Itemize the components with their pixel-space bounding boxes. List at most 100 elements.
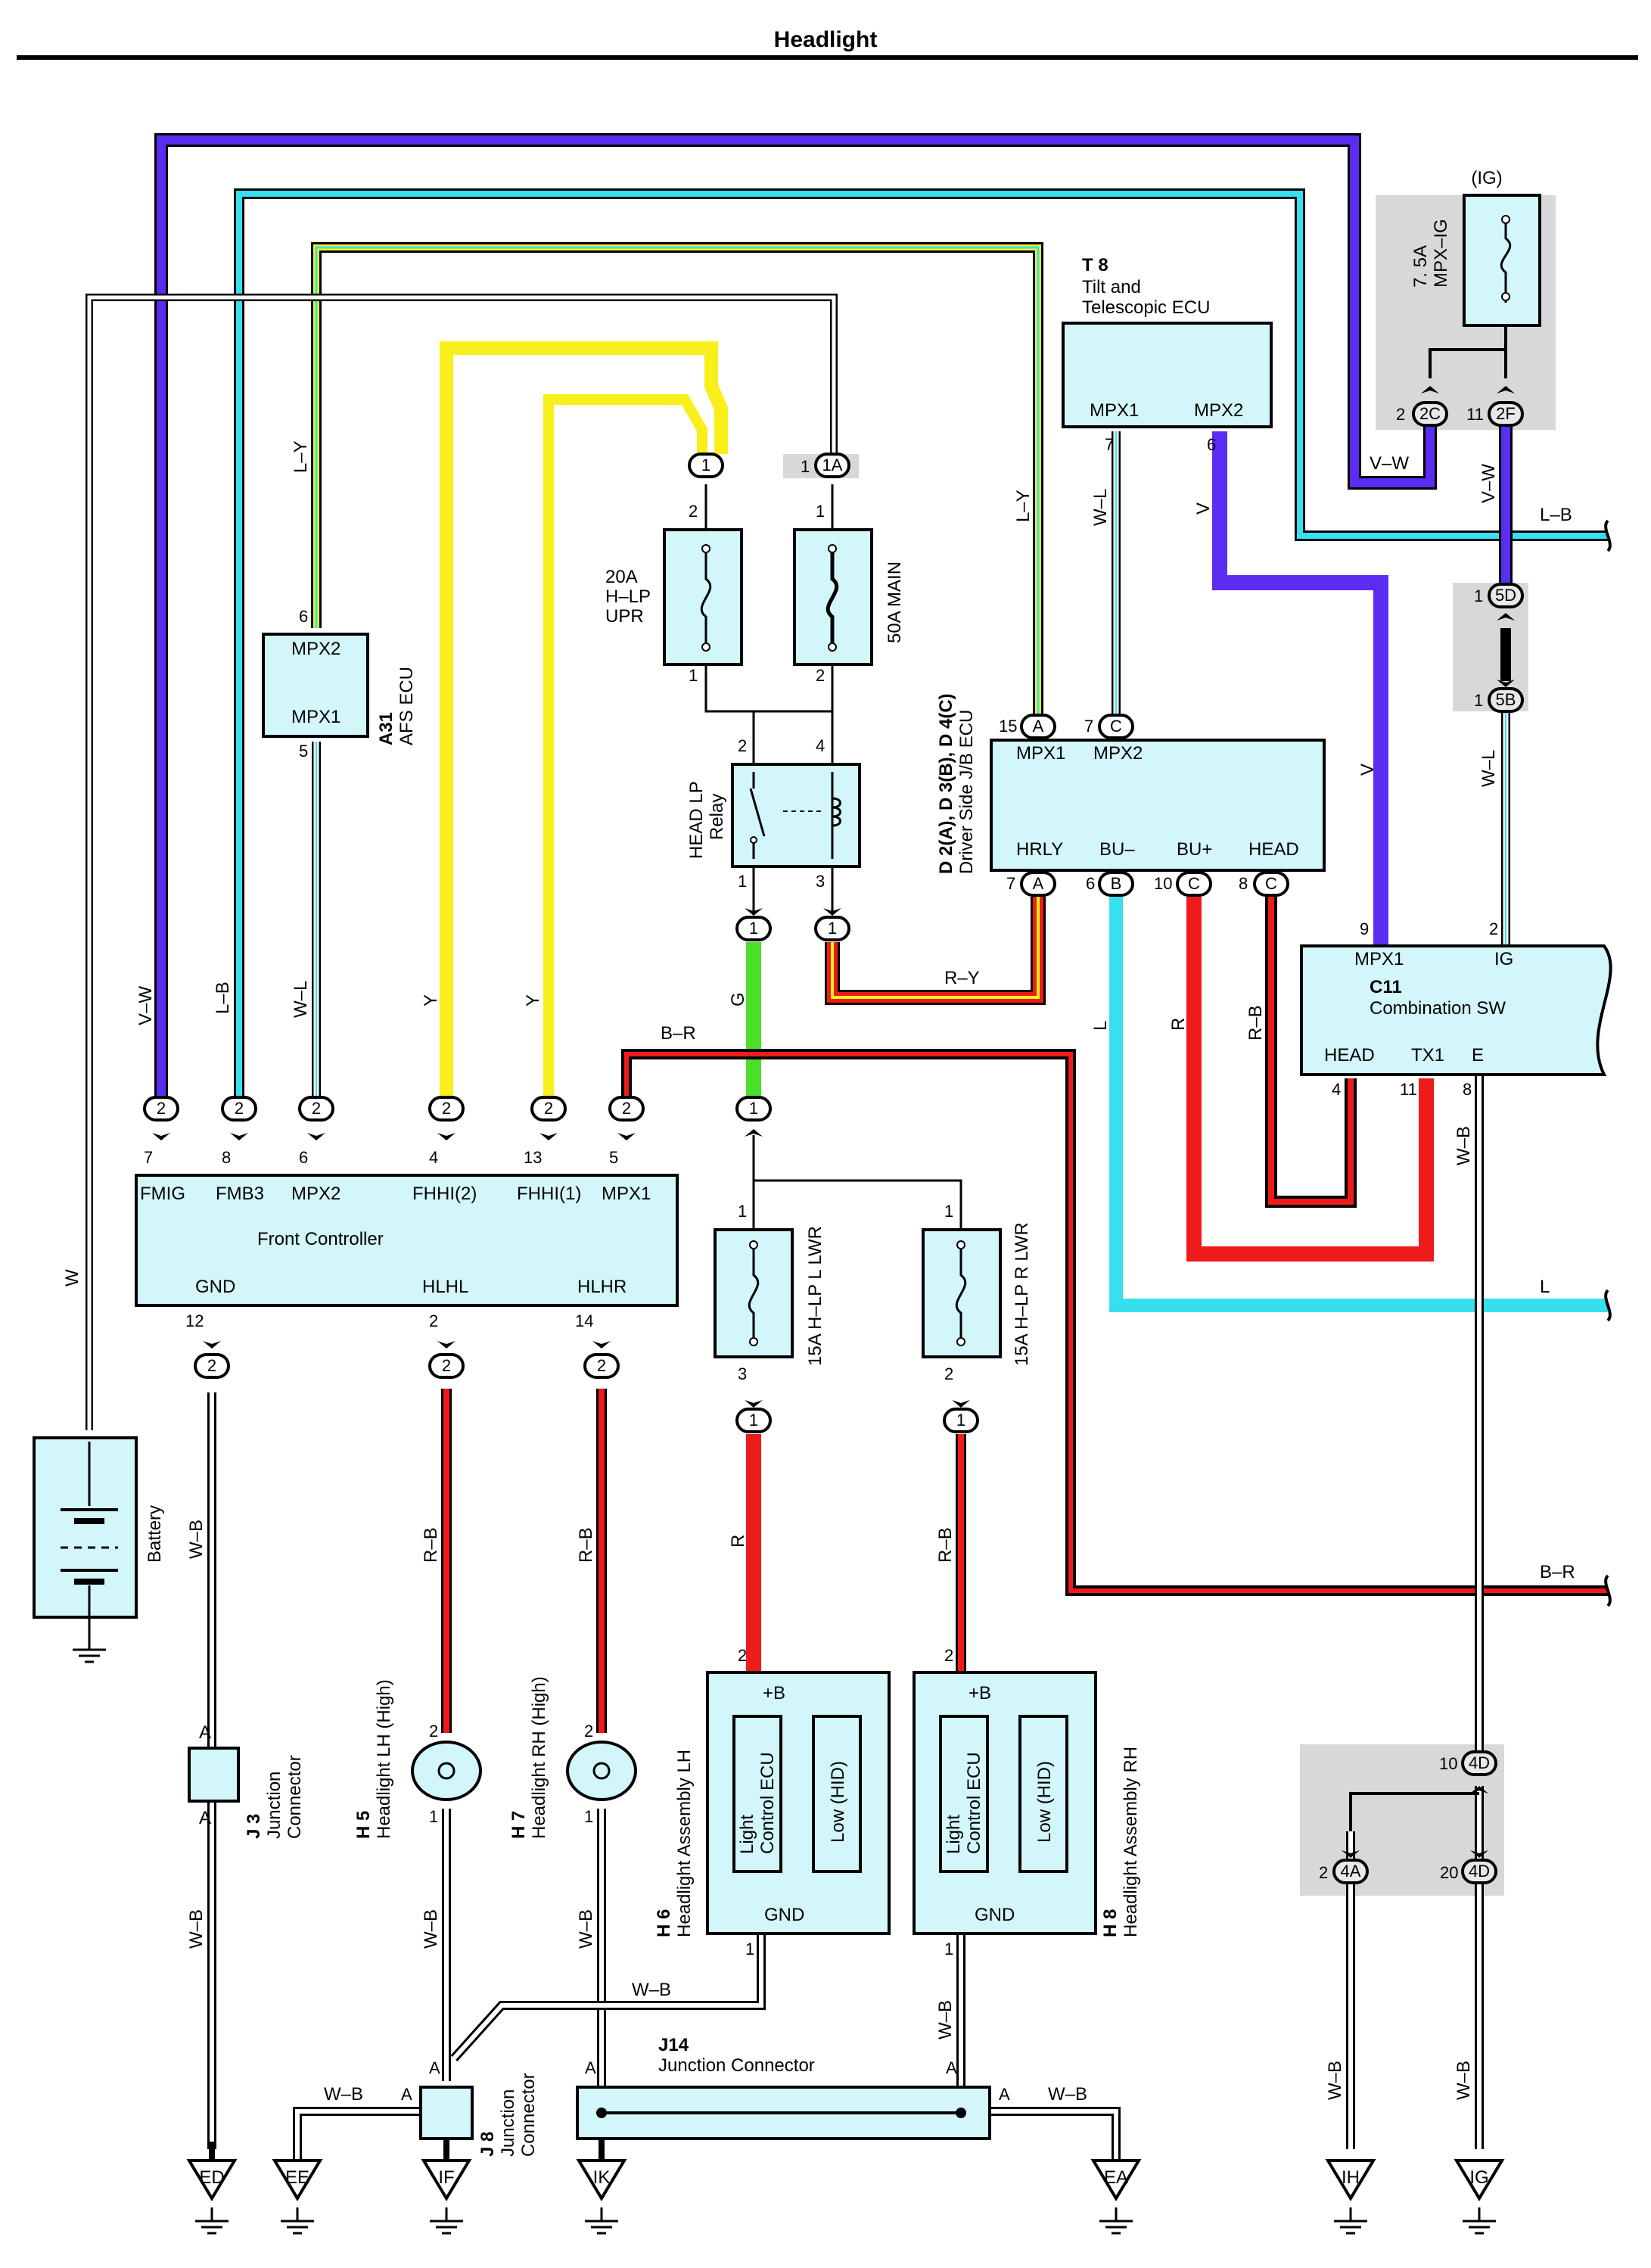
svg-text:IK: IK bbox=[593, 2167, 611, 2188]
svg-text:HEAD: HEAD bbox=[1324, 1045, 1375, 1066]
svg-text:H 7: H 7 bbox=[508, 1811, 529, 1839]
svg-text:L–Y: L–Y bbox=[1013, 490, 1034, 522]
ground-symbols: ED EE IF IK EA IH IG bbox=[186, 2159, 1505, 2235]
svg-text:MPX–IG: MPX–IG bbox=[1431, 219, 1451, 288]
svg-text:2: 2 bbox=[622, 1099, 631, 1118]
svg-text:8: 8 bbox=[1463, 1080, 1472, 1099]
fuse-hlp-r-lwr: 15A H–LP R LWR bbox=[922, 1222, 1032, 1366]
svg-text:C: C bbox=[1265, 874, 1277, 893]
svg-text:W–B: W–B bbox=[576, 1909, 596, 1949]
wire-w-b-h6-gnd bbox=[450, 1934, 766, 2062]
svg-text:2: 2 bbox=[312, 1099, 321, 1118]
svg-text:A: A bbox=[199, 1808, 211, 1828]
svg-text:1: 1 bbox=[429, 1807, 438, 1826]
svg-text:7. 5A: 7. 5A bbox=[1410, 245, 1431, 288]
svg-text:2: 2 bbox=[738, 736, 747, 755]
svg-text:2: 2 bbox=[584, 1722, 593, 1741]
svg-text:1: 1 bbox=[745, 1940, 754, 1958]
wire-ig-fuse bbox=[1429, 325, 1507, 378]
svg-text:W–L: W–L bbox=[291, 981, 311, 1018]
svg-text:2: 2 bbox=[235, 1099, 244, 1118]
svg-text:Connector: Connector bbox=[284, 1755, 305, 1839]
svg-text:2: 2 bbox=[207, 1356, 216, 1375]
svg-text:6: 6 bbox=[1086, 874, 1095, 893]
svg-text:G: G bbox=[728, 992, 748, 1006]
svg-text:A: A bbox=[429, 2058, 440, 2077]
svg-text:L–B: L–B bbox=[213, 982, 233, 1014]
battery: Battery bbox=[33, 1436, 165, 1663]
fuse-mpx-ig: (IG) 7. 5A MPX–IG bbox=[1410, 168, 1541, 327]
fuse-hlp-upr: 20A H–LP UPR bbox=[605, 528, 743, 666]
page-title: Headlight bbox=[774, 27, 878, 52]
tilt-telescopic-ecu: T 8 Tilt and Telescopic ECU MPX1 MPX2 bbox=[1062, 255, 1273, 428]
svg-text:Driver Side J/B ECU: Driver Side J/B ECU bbox=[956, 710, 977, 874]
ground-ik: IK bbox=[576, 2159, 627, 2235]
ground-ih: IH bbox=[1325, 2159, 1376, 2235]
svg-text:R–B: R–B bbox=[935, 1527, 956, 1563]
svg-text:GND: GND bbox=[975, 1905, 1015, 1925]
svg-text:Control ECU: Control ECU bbox=[757, 1752, 778, 1854]
svg-text:Junction: Junction bbox=[264, 1772, 284, 1839]
svg-text:15A H–LP R LWR: 15A H–LP R LWR bbox=[1012, 1222, 1032, 1366]
svg-text:EE: EE bbox=[285, 2167, 309, 2188]
svg-text:12: 12 bbox=[185, 1311, 204, 1330]
svg-text:Headlight RH (High): Headlight RH (High) bbox=[529, 1676, 549, 1839]
svg-text:MPX1: MPX1 bbox=[1090, 400, 1139, 421]
svg-text:5D: 5D bbox=[1495, 586, 1516, 605]
wire-color-labels: V–W L–B W–L L–Y Y Y W L–Y W–L V V–W V–W … bbox=[62, 440, 1575, 2105]
svg-text:Telescopic ECU: Telescopic ECU bbox=[1082, 297, 1210, 318]
svg-text:MPX2: MPX2 bbox=[1194, 400, 1243, 421]
front-controller: FMIG FMB3 MPX2 FHHI(2) FHHI(1) MPX1 Fron… bbox=[135, 1174, 679, 1307]
svg-text:5: 5 bbox=[299, 742, 308, 761]
svg-text:HRLY: HRLY bbox=[1016, 839, 1063, 860]
wire-l-y-afs-mpx2 bbox=[311, 242, 1043, 715]
svg-text:L: L bbox=[1540, 1277, 1550, 1297]
svg-text:7: 7 bbox=[1105, 435, 1114, 454]
wire-v-tilt-mpx2 bbox=[1212, 431, 1388, 946]
svg-text:H 5: H 5 bbox=[353, 1811, 374, 1839]
svg-text:7: 7 bbox=[1084, 717, 1093, 736]
svg-text:IF: IF bbox=[438, 2167, 454, 2188]
svg-text:AFS ECU: AFS ECU bbox=[396, 667, 417, 745]
svg-text:IH: IH bbox=[1342, 2167, 1360, 2188]
junction-j8: J 8 Junction Connector bbox=[419, 2073, 539, 2157]
svg-text:20A: 20A bbox=[605, 567, 638, 587]
svg-text:4: 4 bbox=[816, 736, 825, 755]
svg-text:2: 2 bbox=[1319, 1863, 1328, 1882]
svg-text:Light: Light bbox=[737, 1815, 757, 1854]
svg-text:5B: 5B bbox=[1496, 690, 1516, 709]
svg-text:W–B: W–B bbox=[186, 1520, 207, 1559]
svg-text:E: E bbox=[1472, 1045, 1484, 1066]
ground-ed: ED bbox=[186, 2159, 238, 2235]
svg-text:H–LP: H–LP bbox=[605, 586, 651, 607]
wire-fuse-tops bbox=[704, 484, 834, 530]
driver-side-jb-ecu: MPX1 MPX2 HRLY BU– BU+ HEAD D 2(A), D 3(… bbox=[936, 693, 1326, 874]
svg-text:L: L bbox=[1090, 1021, 1111, 1031]
svg-text:+B: +B bbox=[969, 1683, 991, 1703]
svg-text:1: 1 bbox=[701, 456, 710, 474]
svg-text:V: V bbox=[1193, 502, 1214, 515]
svg-text:C: C bbox=[1188, 874, 1200, 893]
svg-text:R–B: R–B bbox=[576, 1527, 596, 1563]
svg-text:IG: IG bbox=[1494, 949, 1513, 969]
svg-text:2: 2 bbox=[738, 1646, 747, 1665]
svg-text:4A: 4A bbox=[1341, 1862, 1361, 1881]
svg-text:W–B: W–B bbox=[421, 1909, 441, 1949]
svg-text:A: A bbox=[946, 2058, 957, 2077]
junction-j3: A A J 3 Junction Connector bbox=[188, 1722, 305, 1839]
wire-fuse-bus bbox=[704, 666, 834, 764]
svg-text:HEAD: HEAD bbox=[1248, 839, 1299, 860]
svg-text:B–R: B–R bbox=[661, 1023, 696, 1044]
svg-text:1: 1 bbox=[816, 502, 825, 521]
svg-text:V–W: V–W bbox=[135, 986, 156, 1025]
svg-text:B: B bbox=[1111, 874, 1122, 893]
svg-text:Tilt and: Tilt and bbox=[1082, 277, 1141, 297]
svg-text:BU–: BU– bbox=[1099, 839, 1135, 860]
svg-text:1: 1 bbox=[828, 919, 837, 938]
svg-text:GND: GND bbox=[764, 1905, 804, 1925]
svg-text:W–B: W–B bbox=[1048, 2084, 1087, 2105]
svg-text:4D: 4D bbox=[1469, 1753, 1490, 1772]
svg-text:EA: EA bbox=[1104, 2167, 1128, 2188]
svg-text:W: W bbox=[62, 1269, 82, 1286]
connector-ovals: 2C 2F 5D 5B 1 1A A C A B C C 1 1 2 2 2 2… bbox=[143, 401, 1524, 1884]
